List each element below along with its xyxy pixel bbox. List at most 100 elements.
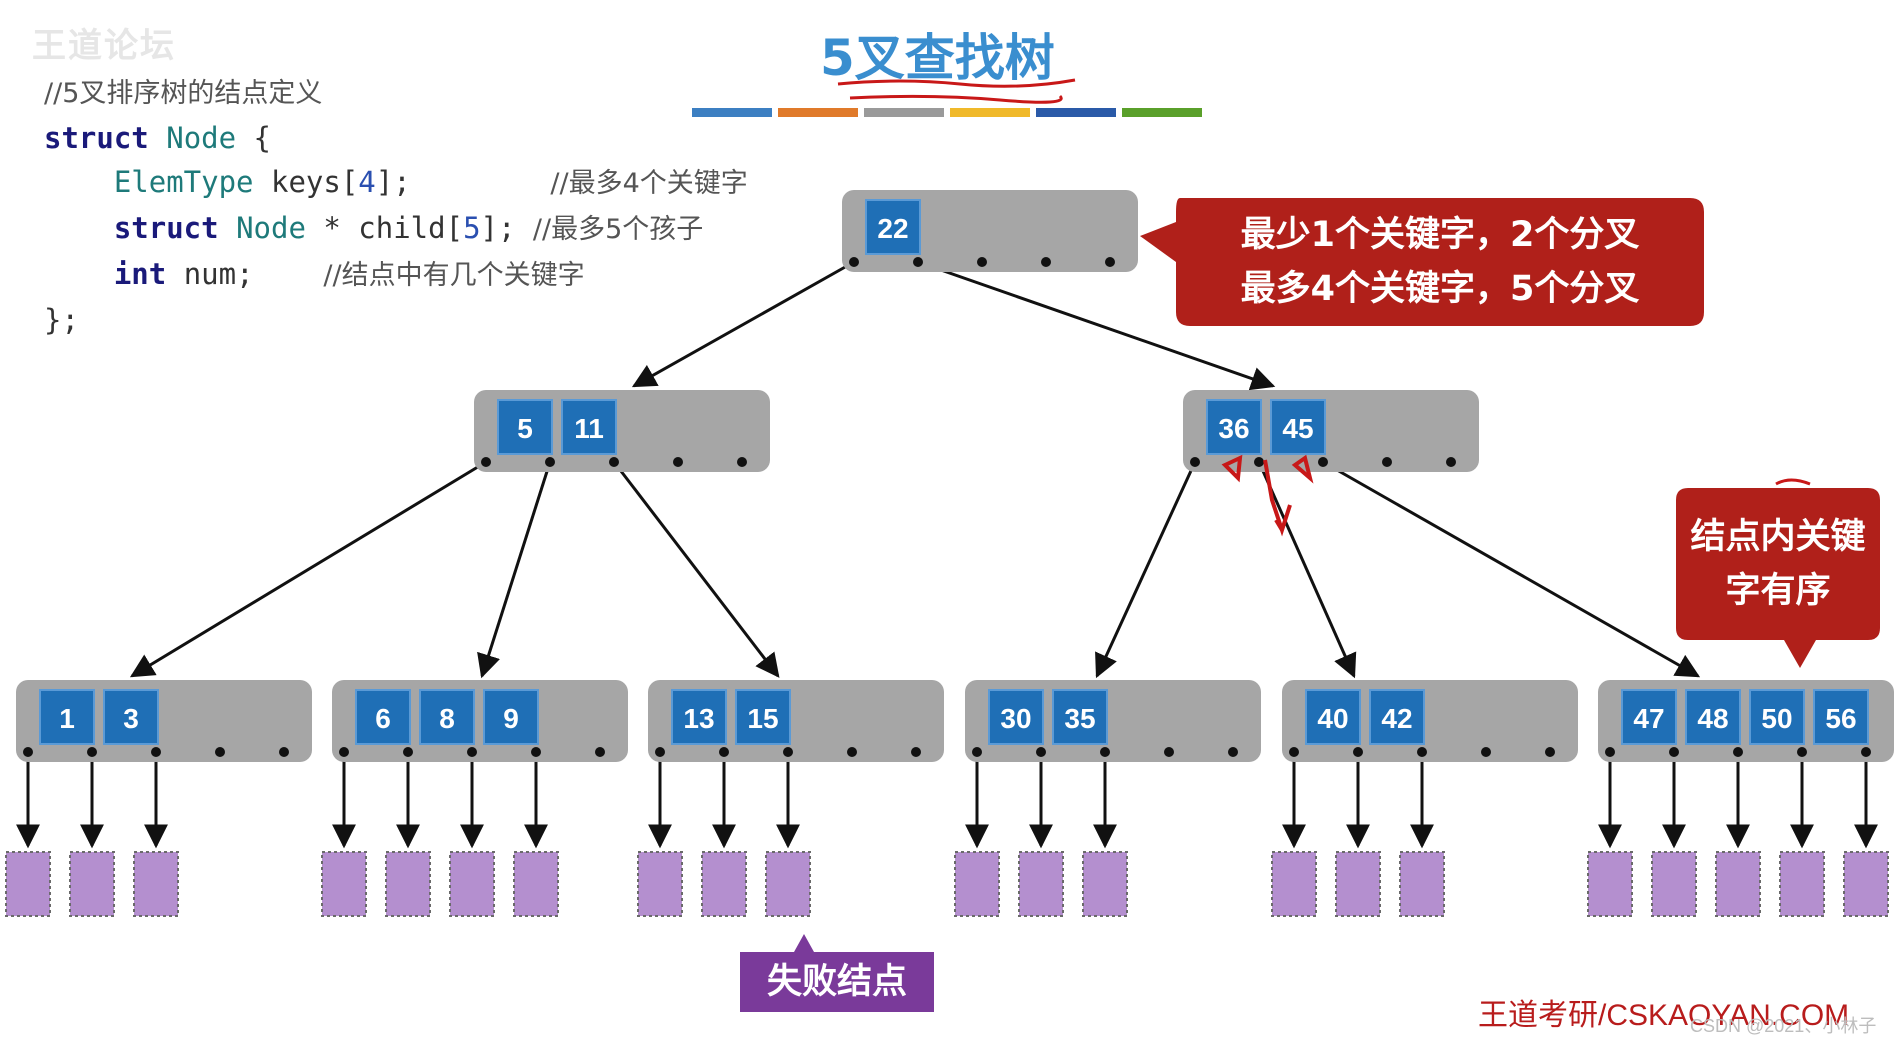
key-label: 50 [1761,703,1792,734]
ordered-callout-line1: 结点内关键 [1690,517,1866,557]
key-label: 42 [1381,703,1412,734]
page-title: 5叉查找树 [820,29,1055,87]
key-label: 9 [503,703,519,734]
child-pointer-dot [1100,747,1110,757]
tree-edge [129,460,487,678]
child-pointer-dot [545,457,555,467]
code-comment-header: //5叉排序树的结点定义 [44,78,323,109]
key-cell [483,689,539,745]
key-cell [1305,689,1361,745]
leaf-node: 40 42 [1282,680,1578,762]
failure-node [133,851,179,917]
code-child-size: 5 [463,211,481,245]
key-cell [988,689,1044,745]
code-close-brace: }; [44,303,79,337]
child-pointer-dot [1353,747,1363,757]
key-label: 22 [877,213,908,244]
title-bar-segment [950,108,1030,117]
title-bar-segment [1036,108,1116,117]
leaf-node: 30 35 [965,680,1261,762]
child-pointer-dot [1382,457,1392,467]
title-bar-segment [864,108,944,117]
failure-node [701,851,747,917]
child-pointer-dot [595,747,605,757]
footer-brand: 王道考研/CSKAOYAN.COM [1478,999,1850,1032]
key-cell [1685,689,1741,745]
title-underline-annotation [837,78,1076,88]
child-pointer-dot [849,257,859,267]
tree-edge [1095,461,1197,679]
child-pointer-dot [215,747,225,757]
failure-node [1651,851,1697,917]
child-pointer-dot [1545,747,1555,757]
child-pointer-dot [972,747,982,757]
key-cell [497,399,553,455]
key-label: 35 [1064,703,1095,734]
child-pointer-dot [403,747,413,757]
failure-node [1779,851,1825,917]
child-pointer-dot [1041,257,1051,267]
branch-callout [1140,198,1704,326]
child-pointer-dot [913,257,923,267]
ordered-callout-line2: 字有序 [1725,571,1831,611]
key-label: 45 [1282,413,1313,444]
ordered-callout-text: 结点内关键 字有序 [1676,510,1880,618]
title-bar-segment [692,108,772,117]
root-node: 22 [842,190,1138,272]
key-cell [1749,689,1805,745]
child-pointer-dot [847,747,857,757]
child-pointer-dot [467,747,477,757]
branch-callout-line1: 最少1个关键字，2个分叉 [1240,215,1640,255]
key-label: 36 [1218,413,1249,444]
child-pointer-dot [1254,457,1264,467]
child-pointer-dot [1861,747,1871,757]
title-underline-annotation-2 [849,94,1063,104]
code-keys-decl: keys[ [253,165,359,199]
failure-node [1715,851,1761,917]
code-num-decl: num; [166,257,254,291]
child-pointer-dot [1289,747,1299,757]
key-cell [419,689,475,745]
title-bar-segment [1122,108,1202,117]
child-pointer-dot [1446,457,1456,467]
code-block: //5叉排序树的结点定义 struct Node { ElemType keys… [44,70,748,342]
key-cell [355,689,411,745]
child-pointer-dot [1417,747,1427,757]
key-cell [735,689,791,745]
key-label: 8 [439,703,455,734]
key-label: 13 [683,703,714,734]
code-node-type: Node [166,121,237,155]
child-pointer-dot [279,747,289,757]
key-cell [1621,689,1677,745]
key-cell [1270,399,1326,455]
tree-edge [612,461,780,678]
child-pointer-dot [1797,747,1807,757]
failure-node [1335,851,1381,917]
child-pointer-dot [719,747,729,757]
key-cell [1369,689,1425,745]
failure-node [1271,851,1317,917]
code-keys-comment: //最多4个关键字 [550,168,748,199]
failure-node [449,851,495,917]
key-label: 30 [1000,703,1031,734]
child-pointer-dot [911,747,921,757]
internal-node: 36 45 [1183,390,1479,472]
key-cell [561,399,617,455]
branch-callout-line2: 最多4个关键字，5个分叉 [1240,269,1640,309]
code-open-brace: { [236,121,271,155]
key-cell [865,199,921,255]
tree-edge [917,260,1276,391]
failure-node [637,851,683,917]
failure-callout-text: 失败结点 [766,962,907,1002]
child-pointer-dot [655,747,665,757]
code-elemtype: ElemType [113,165,254,199]
failure-node [765,851,811,917]
child-pointer-dot [1105,257,1115,267]
key-label: 40 [1317,703,1348,734]
key-cell [1206,399,1262,455]
child-pointer-dot [531,747,541,757]
child-pointer-dot [339,747,349,757]
